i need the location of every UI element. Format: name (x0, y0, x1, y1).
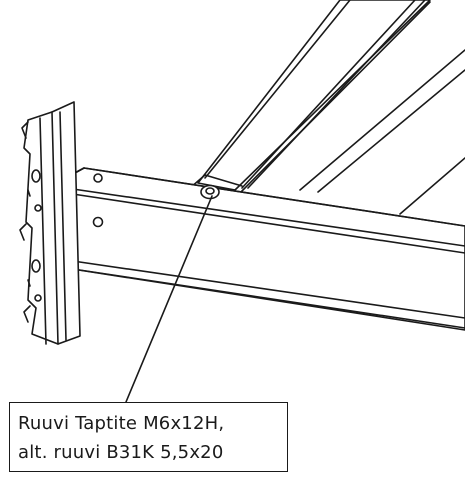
callout-line-1: Ruuvi Taptite M6x12H, (18, 413, 225, 434)
beam-hole-icon (92, 216, 104, 228)
leader-line (125, 195, 213, 403)
horizontal-beam (61, 167, 465, 331)
bracket-hole-icon (34, 294, 42, 302)
diagonal-rail (189, 0, 431, 196)
bracket-slot-icon (31, 259, 41, 273)
background-rails (299, 49, 465, 215)
callout-box: Ruuvi Taptite M6x12H, alt. ruuvi B31K 5,… (9, 402, 288, 472)
upright-bracket (19, 101, 81, 345)
beam-top-hole-icon (93, 173, 103, 183)
bracket-slot-icon (31, 169, 41, 183)
bracket-hole-icon (34, 204, 42, 212)
callout-line-2: alt. ruuvi B31K 5,5x20 (18, 442, 224, 463)
screw-head-icon (200, 184, 220, 200)
